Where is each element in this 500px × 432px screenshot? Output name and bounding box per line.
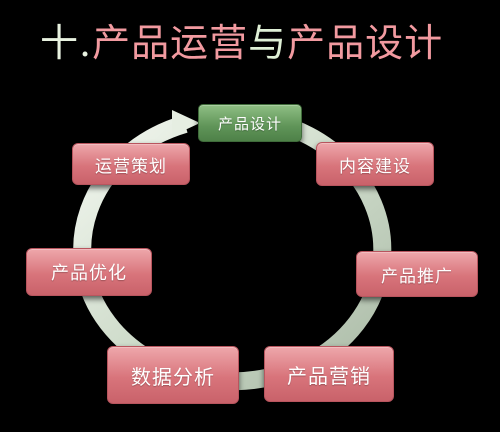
node-product-promotion[interactable]: 产品推广 bbox=[356, 251, 478, 297]
node-product-marketing-label: 产品营销 bbox=[287, 363, 371, 388]
node-product-optimization-label: 产品优化 bbox=[51, 263, 127, 284]
node-product-promotion-label: 产品推广 bbox=[381, 266, 453, 287]
title-connector: 与 bbox=[248, 21, 288, 65]
node-product-design-label: 产品设计 bbox=[217, 114, 282, 133]
title-part-operations: 产品运营 bbox=[92, 21, 249, 65]
title-part-design: 产品设计 bbox=[287, 21, 444, 65]
node-data-analysis[interactable]: 数据分析 bbox=[107, 346, 239, 404]
node-product-marketing[interactable]: 产品营销 bbox=[264, 346, 394, 402]
cycle-arrow-head-icon bbox=[172, 110, 200, 136]
page-title: 十.产品运营与产品设计 bbox=[40, 18, 443, 68]
node-product-optimization[interactable]: 产品优化 bbox=[26, 248, 152, 296]
node-content-building[interactable]: 内容建设 bbox=[316, 142, 434, 186]
node-content-building-label: 内容建设 bbox=[339, 156, 411, 177]
node-data-analysis-label: 数据分析 bbox=[131, 364, 215, 389]
node-operation-planning-label: 运营策划 bbox=[95, 156, 167, 177]
title-prefix: 十. bbox=[40, 21, 93, 65]
node-operation-planning[interactable]: 运营策划 bbox=[72, 143, 190, 185]
node-product-design[interactable]: 产品设计 bbox=[198, 104, 302, 142]
